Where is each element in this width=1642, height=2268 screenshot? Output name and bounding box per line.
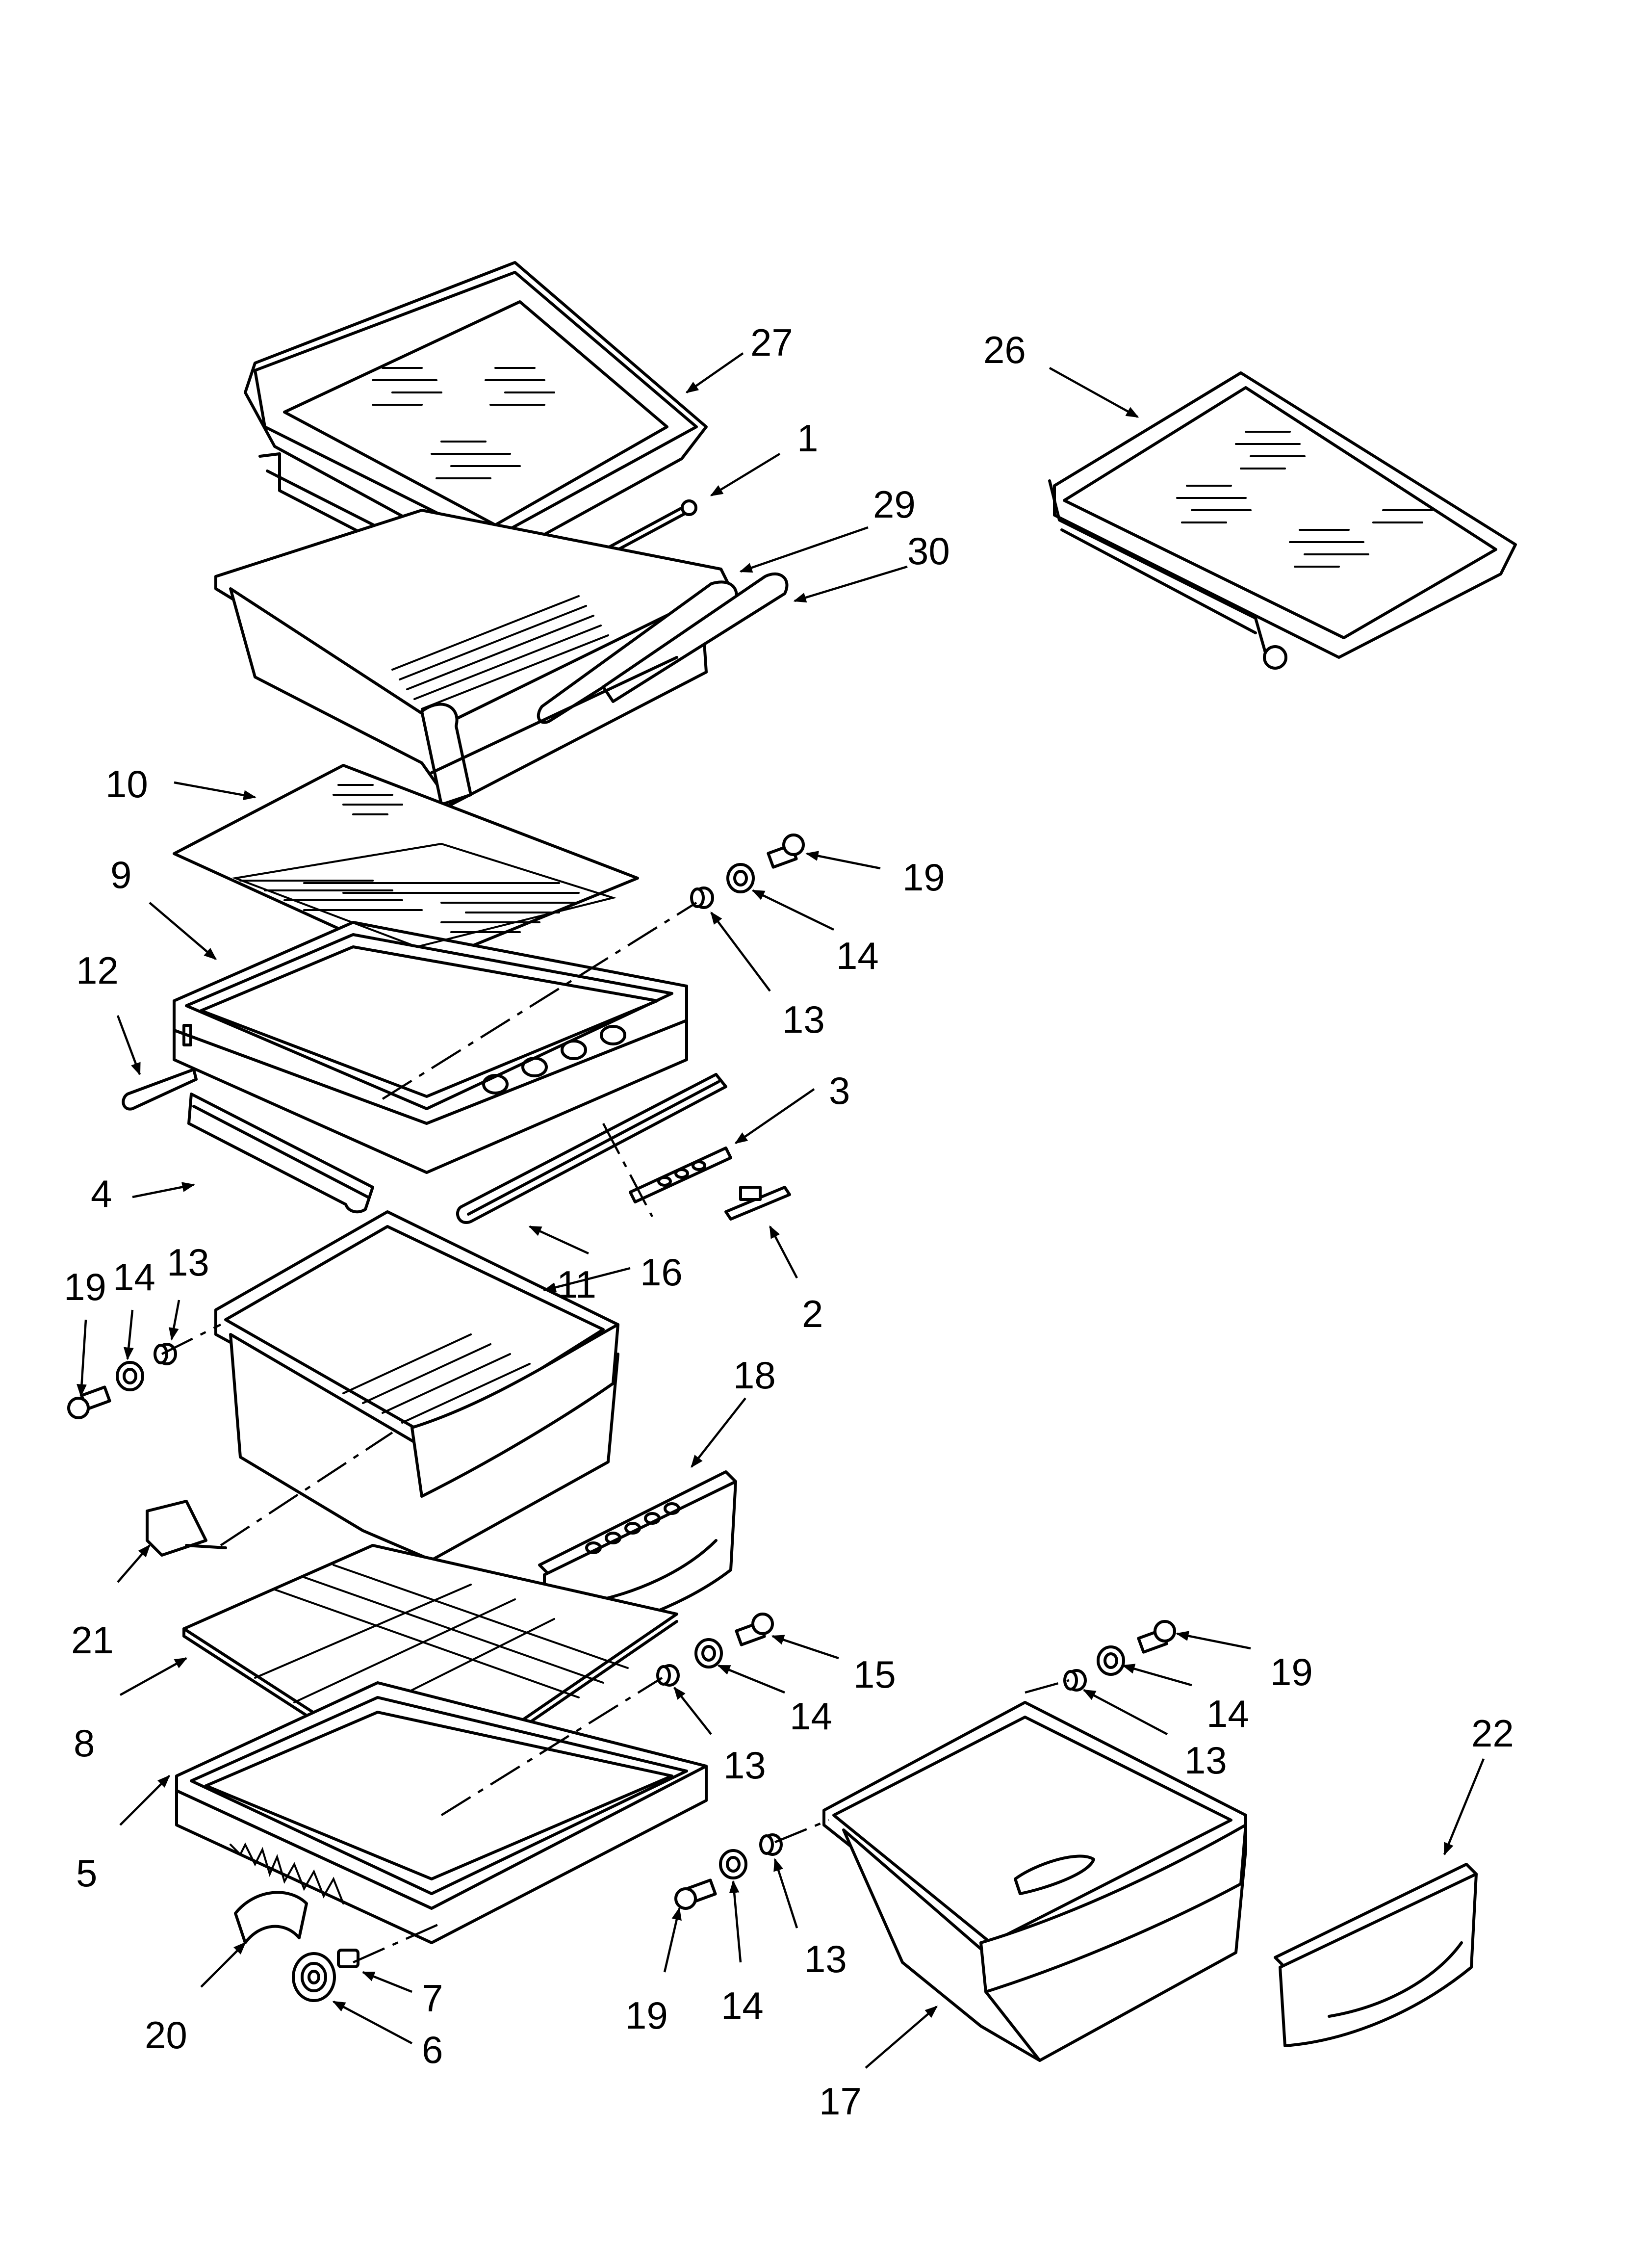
alignment-lines bbox=[161, 902, 1070, 1964]
part-20-cover bbox=[234, 1891, 308, 1944]
callout-1: 1 bbox=[797, 417, 818, 460]
callout-19a: 19 bbox=[902, 856, 945, 899]
part-22-drawer-front bbox=[1274, 1863, 1478, 2047]
callout-19c: 19 bbox=[1270, 1650, 1313, 1694]
part-12-rail bbox=[122, 1068, 198, 1111]
callout-21: 21 bbox=[71, 1618, 114, 1662]
callout-13a: 13 bbox=[782, 998, 825, 1041]
glass-hatch-marks bbox=[333, 784, 403, 815]
callout-30: 30 bbox=[907, 529, 950, 573]
callout-14e: 14 bbox=[721, 1984, 764, 2027]
part-17-drawer bbox=[822, 1701, 1247, 2062]
part-4-rail bbox=[187, 1093, 374, 1214]
glass-hatch-marks bbox=[1176, 431, 1433, 568]
callout-19b: 19 bbox=[64, 1265, 106, 1308]
part-27-glass-shelf bbox=[244, 261, 708, 566]
fastener-group-right-top bbox=[690, 834, 805, 909]
callout-3: 3 bbox=[829, 1069, 850, 1112]
callout-9: 9 bbox=[110, 853, 131, 896]
part-3-slide-bracket bbox=[629, 1147, 732, 1203]
shelf-grid-lines bbox=[254, 1564, 629, 1728]
callout-13e: 13 bbox=[804, 1937, 847, 1981]
fastener-group-center bbox=[656, 1613, 774, 1687]
callout-26: 26 bbox=[983, 328, 1026, 371]
glass-hatch-marks bbox=[372, 367, 555, 479]
part-9-crisper-frame bbox=[173, 842, 688, 1174]
part-6-knob bbox=[292, 1952, 336, 2002]
callout-27: 27 bbox=[750, 321, 793, 364]
callout-8: 8 bbox=[74, 1721, 95, 1765]
part-5-lower-frame bbox=[175, 1681, 708, 1944]
callout-14a: 14 bbox=[836, 934, 879, 977]
part-8-glass-shelf bbox=[182, 1544, 678, 1795]
callout-19d: 19 bbox=[625, 1994, 668, 2037]
callout-29: 29 bbox=[873, 483, 916, 526]
callout-17: 17 bbox=[819, 2080, 862, 2123]
crisper-vent-slots bbox=[391, 595, 609, 710]
callout-10: 10 bbox=[105, 762, 148, 806]
callout-22: 22 bbox=[1471, 1712, 1514, 1755]
leader-lines bbox=[77, 352, 1485, 2069]
callout-13c: 13 bbox=[723, 1744, 766, 1787]
callout-15: 15 bbox=[853, 1653, 896, 1696]
callout-6: 6 bbox=[422, 2028, 443, 2071]
drawer-ribs bbox=[342, 1333, 531, 1424]
callout-14d: 14 bbox=[1206, 1692, 1249, 1735]
callout-2: 2 bbox=[802, 1292, 823, 1335]
part-21-clip bbox=[146, 1500, 227, 1557]
callout-labels: 27 1 29 30 26 10 9 12 19 14 13 3 4 11 2 … bbox=[64, 321, 1514, 2123]
callout-5: 5 bbox=[76, 1851, 97, 1895]
callout-7: 7 bbox=[422, 1977, 443, 2020]
frame-teeth bbox=[230, 1842, 344, 1904]
part-11-rail bbox=[456, 1073, 727, 1224]
fastener-group-right-lower bbox=[1063, 1620, 1176, 1692]
callout-14b: 14 bbox=[113, 1255, 155, 1299]
callout-4: 4 bbox=[91, 1172, 112, 1215]
callout-20: 20 bbox=[145, 2013, 187, 2057]
frame-stripe-marks bbox=[239, 880, 580, 933]
callout-12: 12 bbox=[76, 949, 119, 992]
callout-13d: 13 bbox=[1184, 1739, 1227, 1782]
callout-18: 18 bbox=[733, 1354, 776, 1397]
part-2-clip bbox=[724, 1186, 791, 1221]
part-29-30-crisper-cover-assembly bbox=[214, 509, 789, 806]
part-16-drawer bbox=[214, 1210, 619, 1562]
part-7-screw bbox=[337, 1949, 359, 1968]
fastener-group-bottom bbox=[674, 1833, 783, 1910]
callout-16: 16 bbox=[640, 1251, 683, 1294]
part-26-glass-shelf bbox=[1048, 371, 1517, 670]
fastener-group-left-mid bbox=[67, 1343, 177, 1419]
callout-11: 11 bbox=[557, 1263, 596, 1306]
callout-13b: 13 bbox=[167, 1241, 209, 1284]
callout-14c: 14 bbox=[790, 1694, 832, 1738]
